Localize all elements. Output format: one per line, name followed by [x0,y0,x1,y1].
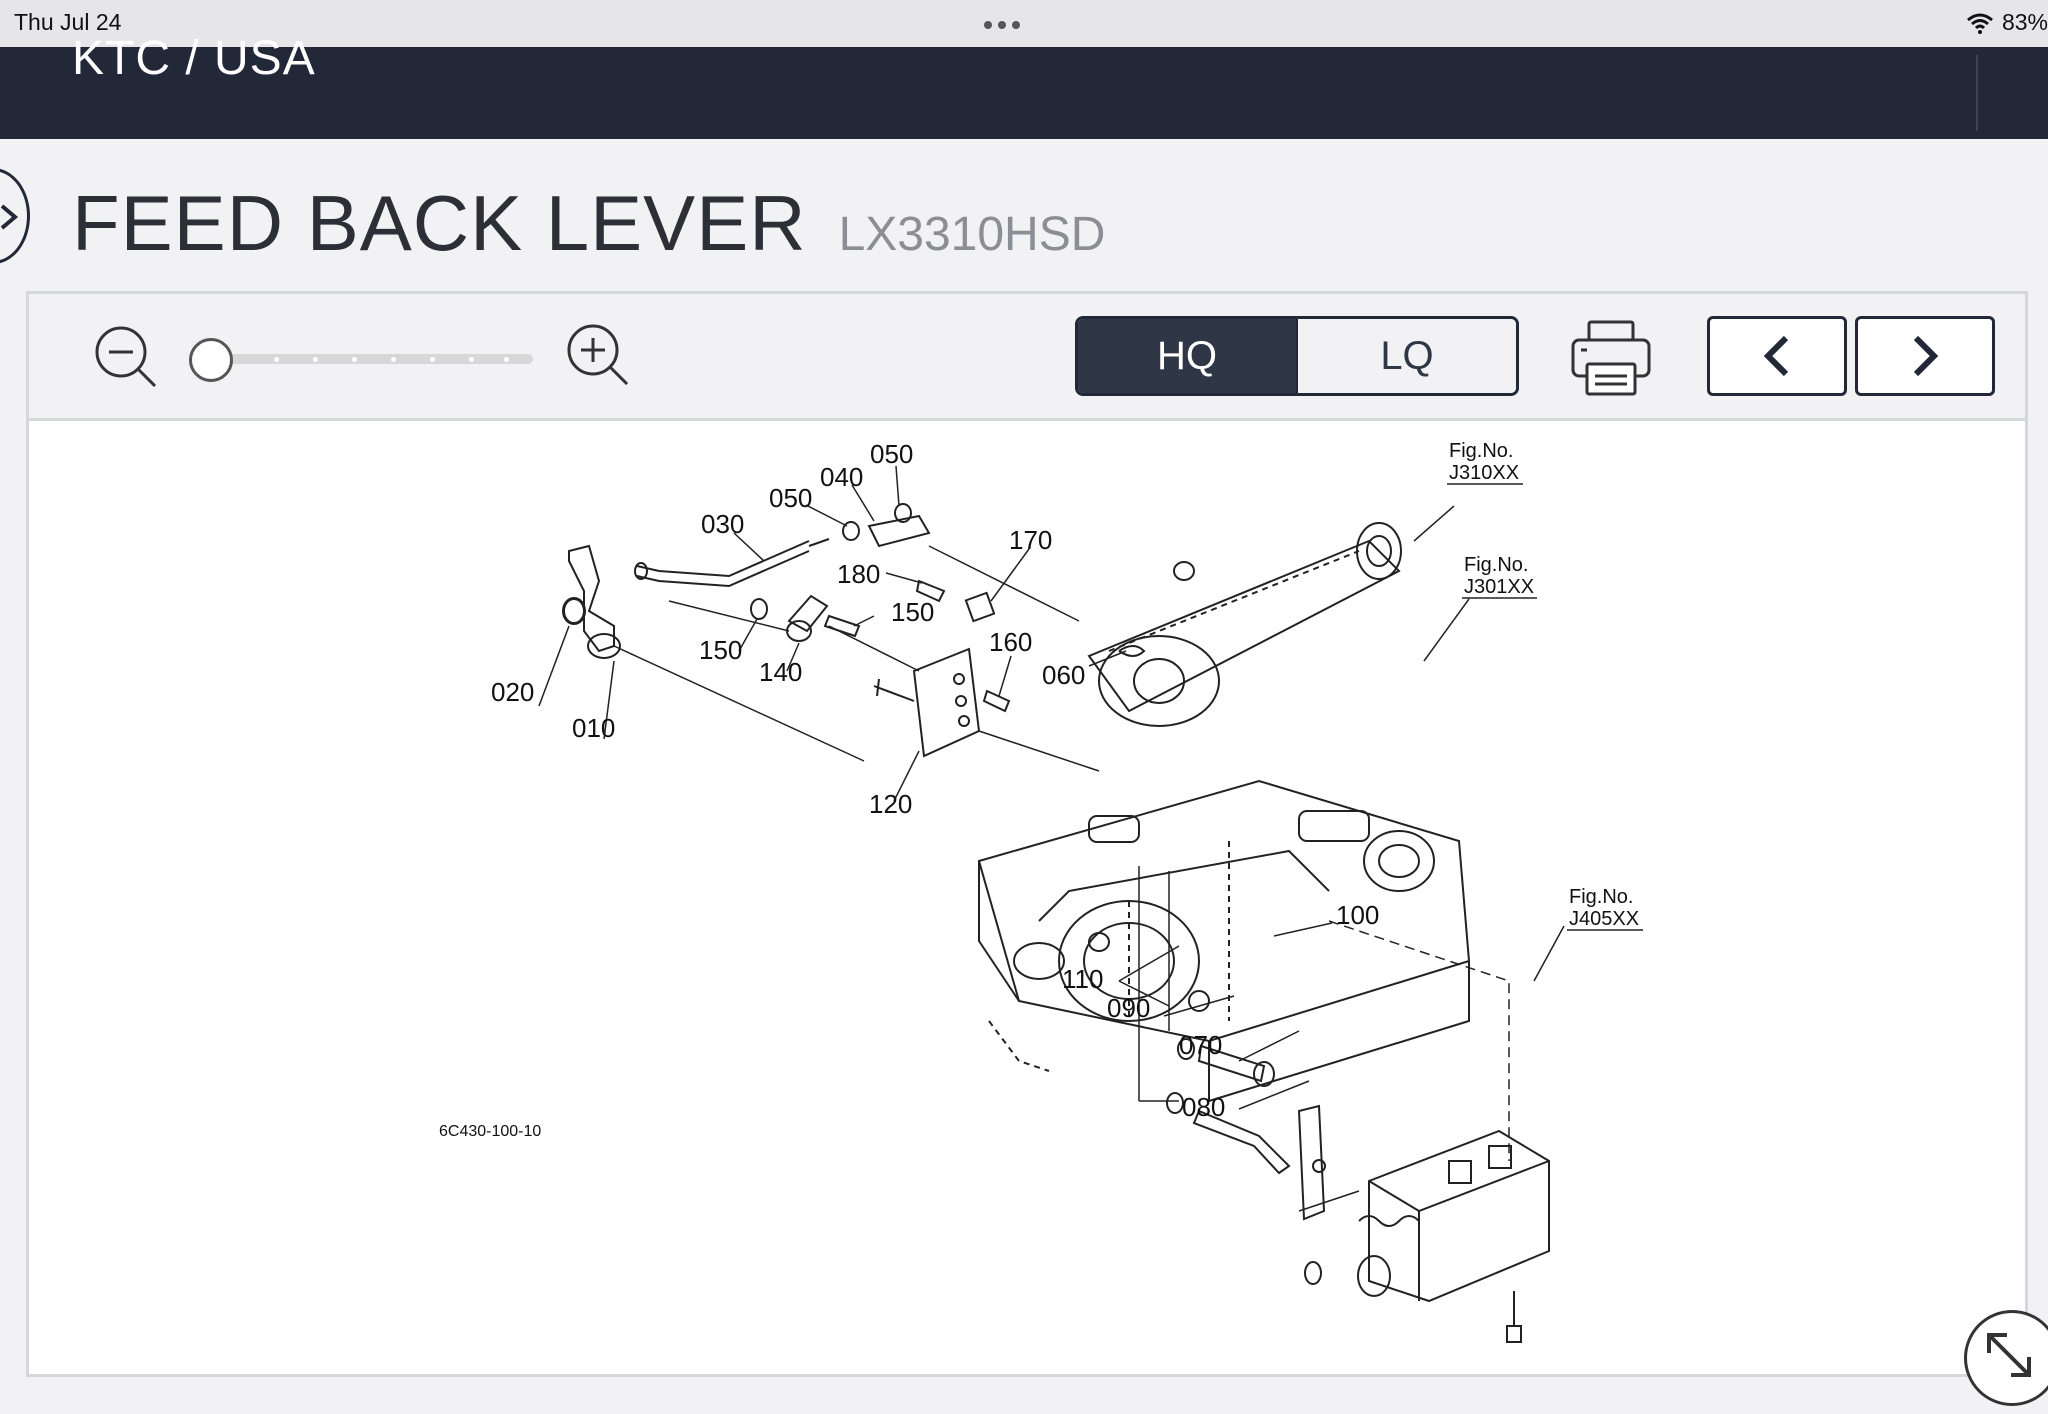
printer-icon[interactable] [1571,320,1651,396]
callout-110[interactable]: 110 [1062,964,1103,994]
fig-ref-j405-line2[interactable]: J405XX [1569,908,1639,930]
callout-070[interactable]: 070 [1179,1030,1222,1060]
app-header: KTC / USA [0,32,2048,139]
callout-060[interactable]: 060 [1042,660,1085,690]
page-title: FEED BACK LEVER [72,179,807,267]
zoom-slider[interactable] [189,338,537,382]
feedback-lever-part-drawing [563,544,621,659]
callout-130[interactable]: 150 [891,597,934,627]
fig-ref-j405-line1[interactable]: Fig.No. [1569,886,1633,908]
callout-170[interactable]: 170 [1009,525,1052,555]
chevron-right-icon [1913,335,1939,377]
callout-140[interactable]: 140 [759,657,802,687]
quality-toggle: HQ LQ [1075,316,1519,396]
expand-icon [1987,1333,2031,1377]
fig-ref-j310-line2[interactable]: J310XX [1449,462,1519,484]
callout-090[interactable]: 090 [1107,993,1150,1023]
side-panel-toggle-button[interactable] [0,168,30,264]
callout-050[interactable]: 050 [769,483,812,513]
plate-part-drawing [873,647,1011,758]
callout-040[interactable]: 040 [820,462,863,492]
diagram-panel: HQ LQ [26,291,2028,1377]
quality-lq-button[interactable]: LQ [1296,319,1516,393]
callout-030[interactable]: 030 [701,509,744,539]
battery-level: 83% [2001,9,2048,35]
model-name: LX3310HSD [838,208,1106,261]
callout-150[interactable]: 150 [699,635,742,665]
figure-references: Fig.No. J310XX Fig.No. J301XX Fig.No. J4… [1449,440,1639,930]
callout-180[interactable]: 180 [837,559,880,589]
header-divider [1976,55,1978,131]
status-right: 83% [1966,9,2048,36]
status-bar: Thu Jul 24 83% [0,0,2048,47]
zoom-slider-thumb[interactable] [189,338,233,382]
parts-diagram[interactable]: 050 040 050 030 170 180 150 150 140 160 … [29,421,2025,1374]
wifi-icon [1966,13,1993,34]
leader-lines [613,545,1510,1212]
status-time: Thu Jul 24 [14,9,122,35]
callout-080[interactable]: 080 [1182,1092,1225,1122]
zoom-slider-track [211,354,533,364]
fig-ref-j301-line1[interactable]: Fig.No. [1464,554,1528,576]
hydraulic-housing-drawing [977,779,1471,1103]
quality-hq-button[interactable]: HQ [1078,319,1296,393]
zoom-out-icon[interactable] [93,324,159,390]
callout-leaders [538,465,1565,1110]
figure-reference-underlines [1447,483,1643,931]
chevron-left-icon [1763,335,1789,377]
callout-020[interactable]: 020 [491,677,534,707]
next-page-button[interactable] [1855,316,1995,396]
brand-label: KTC / USA [72,32,316,85]
rod-part-drawing [634,538,830,588]
drawing-id: 6C430-100-10 [439,1123,541,1140]
lower-parts-drawing [1166,1038,1326,1285]
fullscreen-button[interactable] [1964,1310,2048,1406]
callout-120[interactable]: 120 [869,789,912,819]
control-valve-drawing [1357,1129,1550,1343]
previous-page-button[interactable] [1707,316,1847,396]
small-parts-drawing [562,503,1195,952]
callout-010[interactable]: 010 [572,713,615,743]
arrow-right-icon [0,204,19,230]
diagram-toolbar: HQ LQ [29,294,2025,421]
callout-050-top[interactable]: 050 [870,439,913,469]
callout-labels: 050 040 050 030 170 180 150 150 140 160 … [491,439,1379,1122]
fig-ref-j310-line1[interactable]: Fig.No. [1449,440,1513,462]
callout-160[interactable]: 160 [989,627,1032,657]
title-row: FEED BACK LEVER LX3310HSD [72,178,1105,269]
callout-100[interactable]: 100 [1336,900,1379,930]
fig-ref-j301-line2[interactable]: J301XX [1464,576,1534,598]
multitasking-dots-icon[interactable] [984,21,1020,29]
lift-arm-drawing [1087,522,1402,727]
parts-drawing: 050 040 050 030 170 180 150 150 140 160 … [439,439,1643,1343]
zoom-in-icon[interactable] [565,322,631,388]
